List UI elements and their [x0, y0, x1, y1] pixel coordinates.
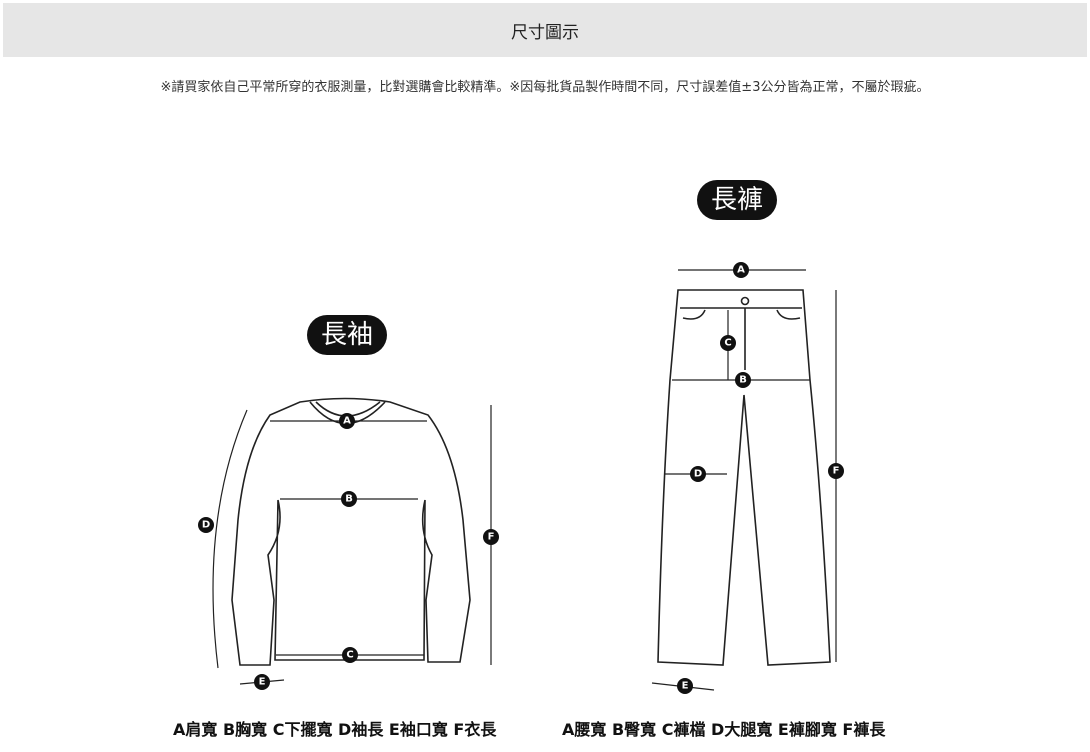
- marker-c: C: [346, 650, 353, 661]
- marker-a: A: [737, 265, 745, 276]
- shirt-legend: A肩寬 B胸寬 C下擺寬 D袖長 E袖口寬 F衣長: [173, 720, 497, 739]
- marker-a: A: [343, 416, 351, 427]
- pants-waistband: [680, 307, 802, 370]
- marker-b: B: [739, 375, 747, 386]
- size-note: ※請買家依自己平常所穿的衣服測量，比對選購會比較精準。※因每批貨品製作時間不同，…: [160, 80, 930, 95]
- marker-e: E: [682, 681, 689, 692]
- marker-e: E: [259, 677, 266, 688]
- pants-title-badge: 長褲: [697, 180, 778, 220]
- marker-f: F: [488, 532, 495, 543]
- pants-button: [740, 296, 750, 306]
- marker-b: B: [345, 494, 353, 505]
- page-title: 尺寸圖示: [511, 22, 579, 43]
- pants-outline: [657, 289, 831, 666]
- pants-legend: A腰寬 B臀寬 C褲檔 D大腿寬 E褲腳寬 F褲長: [562, 720, 886, 739]
- marker-d: D: [694, 469, 702, 480]
- shirt-title-badge: 長袖: [307, 315, 388, 355]
- marker-f: F: [833, 466, 840, 477]
- marker-d: D: [202, 520, 210, 531]
- shirt-outline: [231, 397, 471, 666]
- page-header: 尺寸圖示: [3, 3, 1087, 57]
- marker-c: C: [724, 338, 731, 349]
